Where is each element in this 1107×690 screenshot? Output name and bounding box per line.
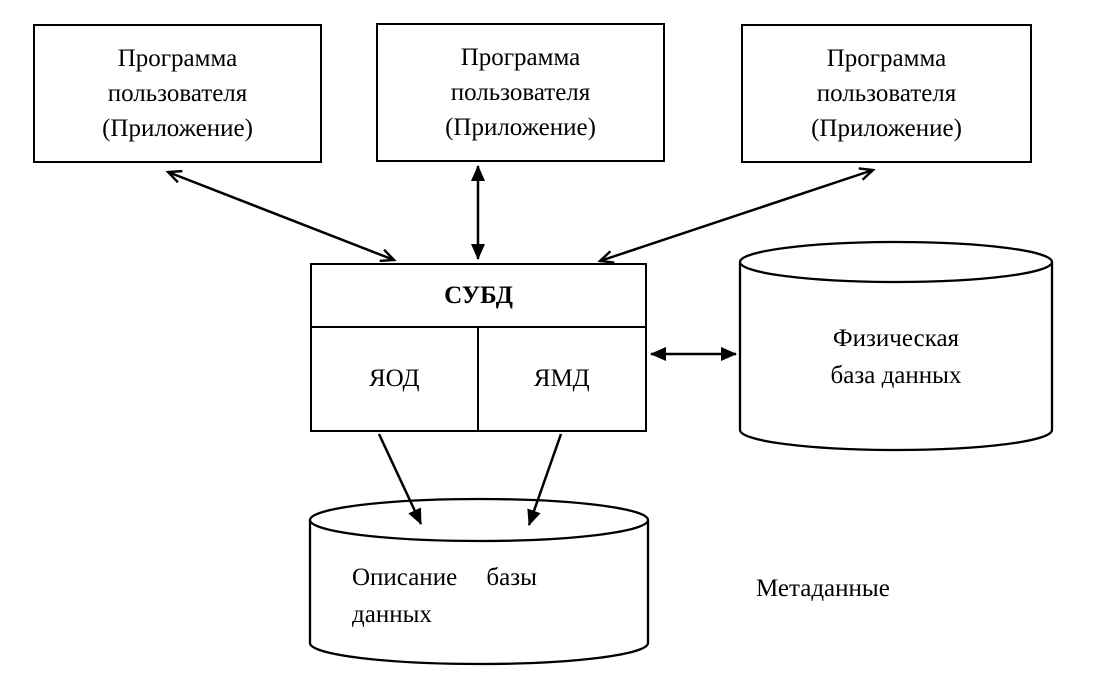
program-box-3-line1: Программа: [826, 45, 947, 72]
program-box-1-line2: пользователя: [107, 80, 248, 107]
dbms-title: СУБД: [312, 265, 645, 328]
physical-db-label-line2: база данных: [830, 362, 962, 389]
dbms-dml-cell: ЯМД: [533, 365, 590, 392]
physical-db-label-line1: Физическая: [832, 325, 960, 352]
program-box-2-line1: Программа: [460, 44, 581, 71]
db-description-label-line1: Описание базы: [352, 564, 537, 591]
program-box-1-line1: Программа: [117, 45, 238, 72]
dbms-box: СУБД ЯОД ЯМД: [310, 263, 647, 432]
arrow-program1-dbms: [168, 172, 394, 260]
arrow-dml-description: [527, 433, 563, 526]
program-box-3-line3: (Приложение): [811, 115, 962, 142]
db-description-cylinder: [308, 497, 650, 666]
db-description-label: Описание базы данных: [352, 559, 622, 633]
physical-db-label: Физическая база данных: [740, 320, 1052, 394]
program-box-2-line3: (Приложение): [445, 114, 596, 141]
db-description-label-line2: данных: [352, 601, 432, 628]
program-box-2-line2: пользователя: [450, 79, 591, 106]
program-box-3-line2: пользователя: [816, 80, 957, 107]
dbms-ddl-cell: ЯОД: [312, 328, 479, 430]
program-box-1: Программа пользователя (Приложение): [33, 24, 322, 163]
arrow-dbms-program3: [600, 170, 873, 261]
program-box-3: Программа пользователя (Приложение): [741, 24, 1032, 163]
arrow-ddl-description: [377, 433, 423, 525]
metadata-label: Метаданные: [756, 575, 890, 602]
program-box-1-line3: (Приложение): [102, 115, 253, 142]
program-box-2: Программа пользователя (Приложение): [376, 23, 665, 162]
